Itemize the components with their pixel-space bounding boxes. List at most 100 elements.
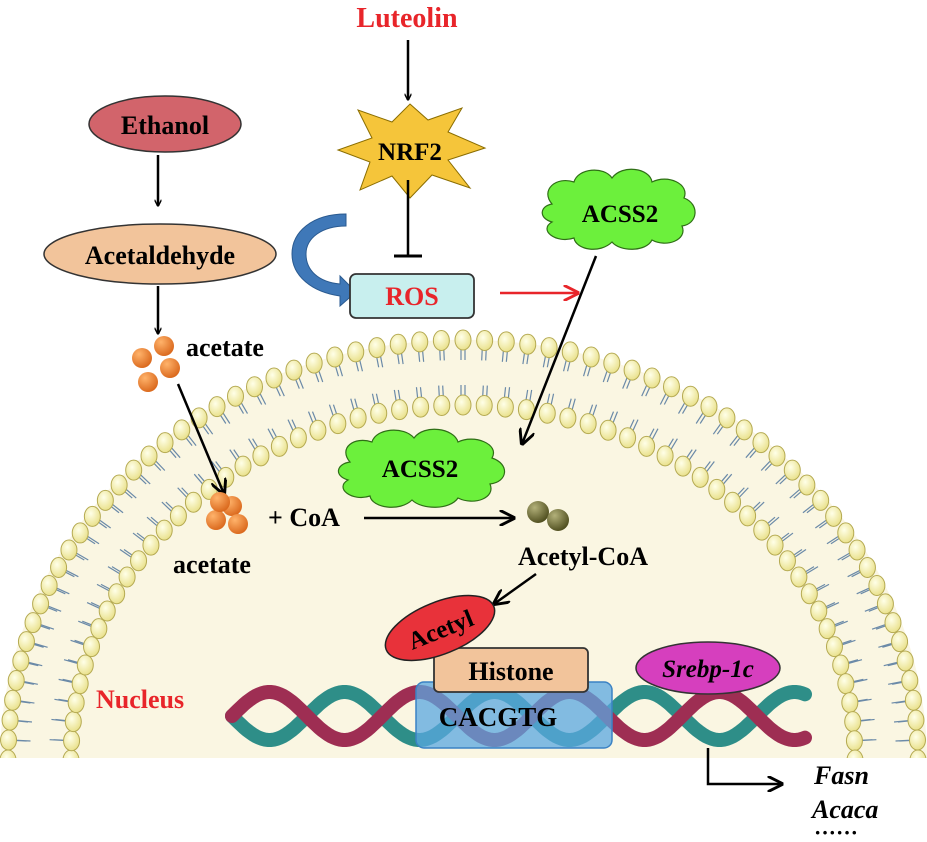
lipid-head <box>90 618 108 640</box>
lipid-head <box>845 730 863 752</box>
lipid-head <box>412 396 430 418</box>
lipid-head <box>599 419 617 441</box>
lipid-head <box>305 352 323 374</box>
lipid-head <box>96 489 114 511</box>
acetate-outside-label: acetate <box>186 333 264 362</box>
lipid-head <box>868 575 886 597</box>
lipid-head <box>519 333 537 355</box>
lipid-head <box>326 346 344 368</box>
lipid-head <box>891 631 909 653</box>
lipid-head <box>432 329 450 351</box>
lipid-head <box>391 399 409 421</box>
lipid-head <box>454 394 472 416</box>
lipid-head <box>227 385 244 407</box>
lipid-head <box>766 534 784 556</box>
lipid-head <box>83 505 101 527</box>
lipid-head <box>60 539 78 561</box>
lipid-head <box>662 376 680 398</box>
histone-box <box>433 647 589 693</box>
lipid-head <box>329 413 347 435</box>
nrf2-label: NRF2 <box>378 139 442 166</box>
lipid-head <box>76 654 94 676</box>
lipid-head <box>246 376 264 398</box>
lipid-head <box>63 730 81 752</box>
lipid-head <box>1 709 19 731</box>
acetate-nucleus-cluster <box>206 492 248 534</box>
lipid-head <box>270 435 288 457</box>
lipid-head <box>643 367 661 389</box>
acetyl-coa-label: Acetyl-CoA <box>518 542 648 571</box>
lipid-head <box>603 352 621 374</box>
lipid-head <box>184 491 202 513</box>
acetyl-ellipse <box>384 594 496 662</box>
more-genes-ellipsis: ······ <box>814 820 858 842</box>
lipid-head <box>130 550 148 572</box>
lipid-head <box>71 522 89 544</box>
lipid-head <box>67 692 85 714</box>
lipid-head <box>289 427 307 449</box>
lipid-head <box>142 534 160 556</box>
lipid-head <box>790 566 808 588</box>
lipid-head <box>140 445 158 467</box>
acetate-outside-cluster <box>132 336 180 392</box>
lipid-head <box>108 583 126 605</box>
lipid-head <box>285 359 303 381</box>
lipid-head <box>156 432 174 454</box>
srebp-1c-node <box>635 641 781 695</box>
lipid-head <box>540 337 558 359</box>
acss2-outside-label: ACSS2 <box>582 201 658 228</box>
plus-coa-label: + CoA <box>268 503 340 532</box>
lipid-head <box>876 593 894 615</box>
cacgtg-label: CACGTG <box>439 702 558 732</box>
ros-box <box>349 273 475 319</box>
nucleus-label: Nucleus <box>96 685 184 714</box>
lipid-head <box>559 407 577 429</box>
histone-label: Histone <box>468 657 553 686</box>
lipid-head <box>752 432 770 454</box>
lipid-head <box>50 557 68 579</box>
lipid-head <box>619 427 637 449</box>
lipid-head <box>848 539 866 561</box>
lipid-head <box>783 459 801 481</box>
lipid-head <box>638 435 656 457</box>
lipid-head <box>896 650 914 672</box>
lipid-head <box>155 519 173 541</box>
lipid-head <box>265 367 283 389</box>
nuclear-membrane <box>0 329 927 771</box>
acss2-nucleus-cloud <box>337 428 506 508</box>
lipid-head <box>682 385 699 407</box>
acetaldehyde-node <box>43 223 277 285</box>
acetate-import-arrow <box>176 383 224 494</box>
lipid-head <box>837 522 855 544</box>
lipid-head <box>800 583 818 605</box>
acss2-nucleus-label: ACSS2 <box>382 456 458 483</box>
lipid-head <box>370 402 388 424</box>
lipid-head <box>858 557 876 579</box>
lipid-head <box>656 445 674 467</box>
lipid-head <box>169 505 187 527</box>
lipid-head <box>718 407 736 429</box>
lipid-head <box>252 445 270 467</box>
acetylcoa-to-acetyl-arrow <box>494 572 537 604</box>
lipid-head <box>4 689 22 711</box>
acaca-label: Acaca <box>810 795 878 824</box>
lipid-head <box>798 474 816 496</box>
lipid-head <box>0 729 18 751</box>
lipid-head <box>309 419 327 441</box>
transcription-arrow <box>706 748 782 784</box>
lipid-head <box>818 618 836 640</box>
lipid-head <box>778 550 796 572</box>
lipid-head <box>496 396 514 418</box>
lipid-head <box>582 346 600 368</box>
lipid-head <box>832 654 850 676</box>
srebp-1c-label: Srebp-1c <box>662 656 754 683</box>
lipid-head <box>12 650 30 672</box>
luteolin-label: Luteolin <box>356 3 458 34</box>
acss2-outside-cloud <box>541 168 696 250</box>
lipid-head <box>433 395 451 417</box>
fasn-label: Fasn <box>813 761 869 790</box>
lipid-head <box>579 413 597 435</box>
lipid-head <box>884 612 902 634</box>
lipid-head <box>825 505 843 527</box>
